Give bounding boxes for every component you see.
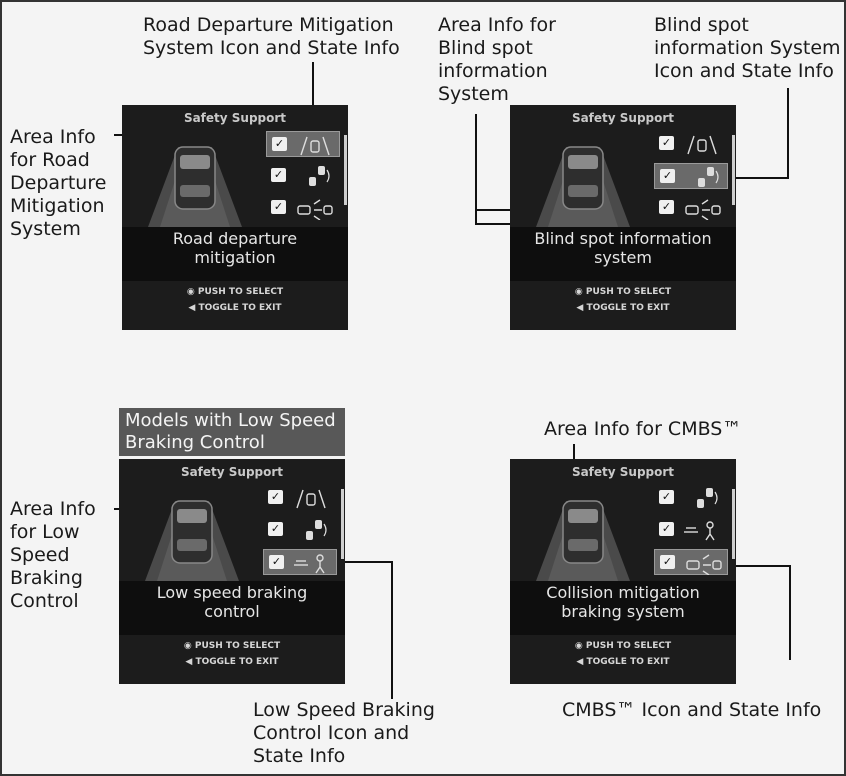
screen-header: Safety Support [510,111,736,125]
dial-icon: ◉ [184,641,195,651]
feature-item[interactable]: ✓ [263,517,337,543]
checkbox-icon[interactable]: ✓ [659,490,674,504]
car-area-icon [528,129,638,229]
scrollbar[interactable] [341,489,344,559]
toggle-to-exit-hint: ◀ TOGGLE TO EXIT [122,303,348,313]
label-cmbs-area: Area Info for CMBS™ [544,418,741,441]
feature-list: ✓ ✓ ✓ [266,131,344,223]
feature-list: ✓ ✓ ✓ [654,131,732,223]
label-rdm-area: Area Info for Road Departure Mitigation … [10,126,106,241]
leader-cmbs-icon [730,566,790,660]
left-arrow-icon: ◀ [188,303,198,313]
label-cmbs-icon: CMBS™ Icon and State Info [562,699,821,722]
checkbox-icon[interactable]: ✓ [659,200,674,214]
road-departure-mitigation-icon [680,132,724,156]
push-to-select-hint: ◉ PUSH TO SELECT [119,641,345,651]
screen-header: Safety Support [510,465,736,479]
scrollbar[interactable] [732,489,735,559]
checkbox-icon[interactable]: ✓ [269,555,284,569]
feature-item[interactable]: ✓ [654,163,728,189]
badge-line-1: Models with Low Speed [125,410,339,432]
cmbs-icon [681,551,725,575]
label-rdm-icon: Road Departure Mitigation System Icon an… [143,14,400,60]
checkbox-icon[interactable]: ✓ [659,522,674,536]
feature-item[interactable]: ✓ [654,131,728,157]
label-bsi-area: Area Info for Blind spot information Sys… [438,14,556,106]
feature-item[interactable]: ✓ [654,517,728,543]
checkbox-icon[interactable]: ✓ [268,490,283,504]
left-arrow-icon: ◀ [185,657,195,667]
car-area-icon [528,483,638,583]
checkbox-icon[interactable]: ✓ [271,168,286,182]
road-departure-mitigation-icon [289,486,333,510]
checkbox-icon[interactable]: ✓ [271,200,286,214]
label-bsi-icon: Blind spot information System Icon and S… [654,14,841,83]
feature-item[interactable]: ✓ [654,549,728,575]
dial-icon: ◉ [575,287,586,297]
feature-item[interactable]: ✓ [263,485,337,511]
scrollbar[interactable] [732,135,735,205]
checkbox-icon[interactable]: ✓ [660,169,675,183]
feature-item[interactable]: ✓ [654,485,728,511]
toggle-to-exit-hint: ◀ TOGGLE TO EXIT [510,657,736,667]
screen-header: Safety Support [119,465,345,479]
checkbox-icon[interactable]: ✓ [660,555,675,569]
screen-header: Safety Support [122,111,348,125]
blind-spot-information-icon [289,518,333,542]
blind-spot-information-icon [292,164,336,188]
left-arrow-icon: ◀ [576,657,586,667]
toggle-to-exit-hint: ◀ TOGGLE TO EXIT [119,657,345,667]
cmbs-icon [680,196,724,220]
checkbox-icon[interactable]: ✓ [659,136,674,150]
blind-spot-information-icon [680,486,724,510]
feature-list: ✓ ✓ ✓ [263,485,341,577]
label-lsbc-icon: Low Speed Braking Control Icon and State… [253,699,435,768]
feature-item[interactable]: ✓ [266,131,340,157]
feature-item[interactable]: ✓ [654,195,728,221]
road-departure-mitigation-icon [293,133,337,157]
feature-list: ✓ ✓ ✓ [654,485,732,577]
label-lsbc-area: Area Info for Low Speed Braking Control [10,498,96,613]
feature-item[interactable]: ✓ [266,195,340,221]
car-area-icon [137,483,247,583]
badge-line-2: Braking Control [125,432,339,454]
blind-spot-information-icon [681,165,725,189]
low-speed-braking-control-icon [680,518,724,542]
push-to-select-hint: ◉ PUSH TO SELECT [122,287,348,297]
low-speed-braking-control-icon [290,551,334,575]
dial-icon: ◉ [575,641,586,651]
models-with-low-speed-badge: Models with Low Speed Braking Control [119,408,345,456]
feature-item[interactable]: ✓ [266,163,340,189]
push-to-select-hint: ◉ PUSH TO SELECT [510,287,736,297]
left-arrow-icon: ◀ [576,303,586,313]
checkbox-icon[interactable]: ✓ [272,137,287,151]
scrollbar[interactable] [344,135,347,205]
checkbox-icon[interactable]: ✓ [268,522,283,536]
push-to-select-hint: ◉ PUSH TO SELECT [510,641,736,651]
car-area-icon [140,129,250,229]
feature-item[interactable]: ✓ [263,549,337,575]
dial-icon: ◉ [187,287,198,297]
toggle-to-exit-hint: ◀ TOGGLE TO EXIT [510,303,736,313]
cmbs-icon [292,196,336,220]
